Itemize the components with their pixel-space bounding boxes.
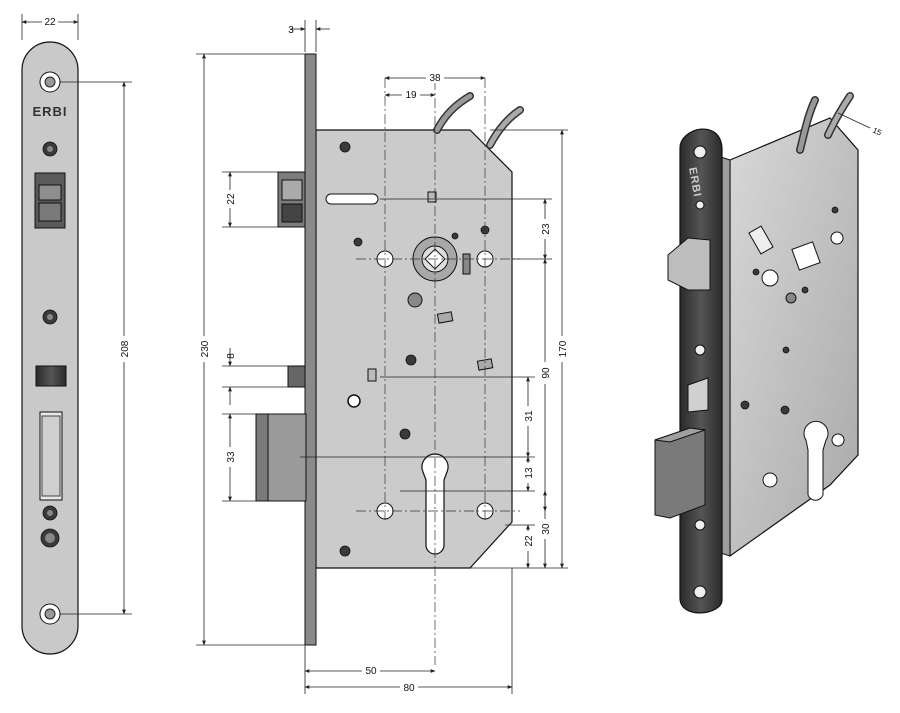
auxiliary-bolt xyxy=(287,365,306,388)
dim-thickness: 3 xyxy=(288,20,330,52)
dim-overall-height: 230 xyxy=(196,53,305,646)
dim-bolt-height: 8 xyxy=(222,348,288,405)
dim-label: 15 xyxy=(871,126,883,138)
cylinder-cutout-3d xyxy=(803,420,829,501)
faceplate-front-view: ERBI xyxy=(21,41,79,655)
dim-label: 50 xyxy=(365,666,377,677)
faceplate xyxy=(21,41,79,655)
dim-label: 22 xyxy=(524,535,535,547)
dim-label: 38 xyxy=(429,73,441,84)
dim-label: 13 xyxy=(524,467,535,479)
brand-logo: ERBI xyxy=(32,104,67,119)
lock-side-view xyxy=(255,53,524,665)
dim-label: 170 xyxy=(558,340,569,357)
dim-label: 3 xyxy=(288,25,294,36)
dim-label: 19 xyxy=(405,90,417,101)
dim-deadbolt-height: 33 xyxy=(222,413,256,502)
dim-hole-spacing: 208 xyxy=(60,81,132,615)
dim-label: 33 xyxy=(226,451,237,463)
dim-plate-width: 22 xyxy=(21,14,79,40)
slot xyxy=(325,193,379,205)
lock-case-3d xyxy=(729,117,859,558)
gear-screw xyxy=(407,292,423,308)
dim-label: 23 xyxy=(541,223,552,235)
dim-label: 22 xyxy=(226,193,237,205)
dim-cable: 15 xyxy=(837,112,884,138)
lock-3d-view: 15 ERBI xyxy=(654,92,884,614)
dim-label: 90 xyxy=(541,367,552,379)
faceplate-edge xyxy=(304,53,317,646)
dim-label: 208 xyxy=(120,340,131,357)
dim-latch-height: 22 xyxy=(222,171,278,228)
dim-spindle-offset: 38 19 xyxy=(384,71,486,101)
auxiliary-bolt xyxy=(35,365,67,387)
dim-label: 230 xyxy=(200,340,211,357)
dim-bottom: 50 80 xyxy=(304,568,513,694)
dim-label: 80 xyxy=(403,683,415,694)
dim-label: 31 xyxy=(524,410,535,422)
dim-label: 22 xyxy=(44,17,56,28)
dim-label: 30 xyxy=(541,523,552,535)
dim-label: 8 xyxy=(226,353,237,359)
dim-right-stack: 23 170 90 31 13 30 22 xyxy=(300,129,569,569)
brand-logo-3d: ERBI xyxy=(686,166,703,198)
latch-3d xyxy=(667,237,711,291)
